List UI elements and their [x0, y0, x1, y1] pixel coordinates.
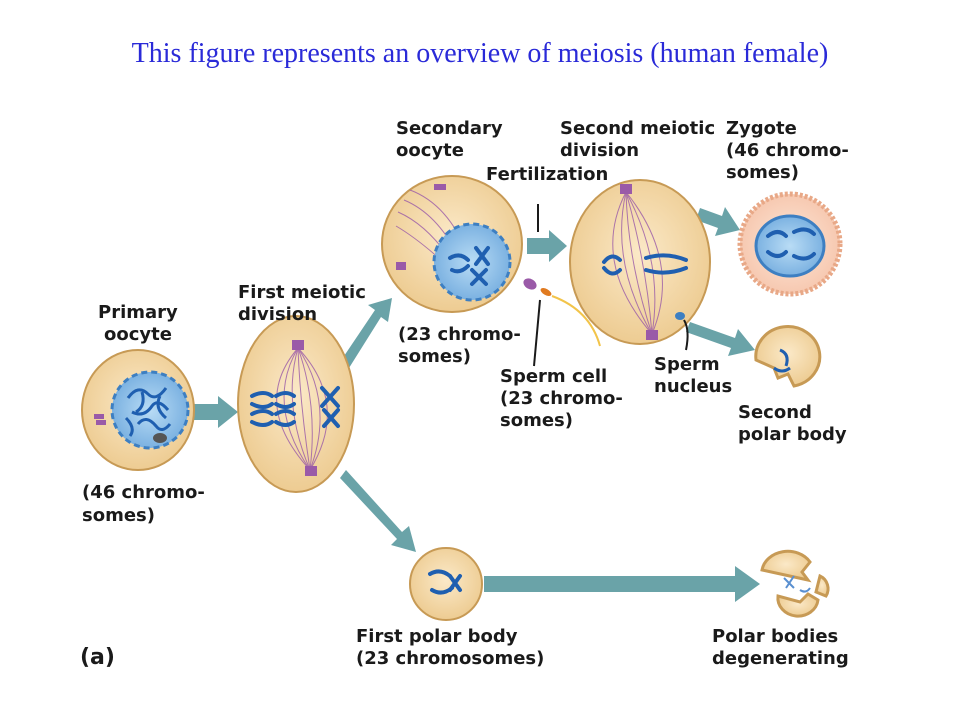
- secondary-oocyte: [381, 175, 539, 313]
- label-primary-chromo-2: somes): [82, 505, 155, 526]
- arrow-first-to-polar: [340, 470, 416, 552]
- label-zygote-3: somes): [726, 162, 799, 183]
- label-polar-degen-2: degenerating: [712, 648, 849, 669]
- sperm-cell: [523, 278, 601, 367]
- label-fertilization: Fertilization: [486, 164, 608, 185]
- arrow-second-to-zygote: [696, 207, 740, 236]
- label-primary-oocyte-1: Primary: [98, 302, 178, 323]
- labels: Primary oocyte (46 chromo- somes) First …: [80, 118, 849, 670]
- label-secondary-oocyte-1: Secondary: [396, 118, 503, 139]
- label-primary-oocyte-2: oocyte: [104, 324, 172, 345]
- arrow-secondary-to-second: [527, 230, 567, 262]
- arrow-polar-to-degenerating: [484, 566, 760, 602]
- label-zygote-1: Zygote: [726, 118, 797, 139]
- figure-title: This figure represents an overview of me…: [131, 38, 829, 69]
- label-sperm-nucleus-2: nucleus: [654, 376, 732, 397]
- zygote: [737, 191, 843, 297]
- primary-oocyte: [81, 349, 195, 471]
- arrow-second-to-second-polar: [686, 322, 755, 356]
- label-second-polar-1: Second: [738, 402, 812, 423]
- label-first-polar-2: (23 chromosomes): [356, 648, 544, 669]
- label-secondary-chromo-2: somes): [398, 346, 471, 367]
- second-division-cell: [569, 179, 711, 351]
- label-secondary-oocyte-2: oocyte: [396, 140, 464, 161]
- arrows: [190, 207, 760, 602]
- label-second-polar-2: polar body: [738, 424, 847, 445]
- arrow-primary-to-first-division: [190, 396, 238, 428]
- label-primary-chromo-1: (46 chromo-: [82, 482, 205, 503]
- label-second-division-1: Second meiotic: [560, 118, 715, 139]
- label-zygote-2: (46 chromo-: [726, 140, 849, 161]
- label-sperm-nucleus-1: Sperm: [654, 354, 720, 375]
- label-first-polar-1: First polar body: [356, 626, 518, 647]
- polar-bodies-degenerating: [760, 549, 830, 618]
- label-second-division-2: division: [560, 140, 639, 161]
- label-first-division-1: First meiotic: [238, 282, 366, 303]
- label-sperm-cell-1: Sperm cell: [500, 366, 607, 387]
- first-division-cell: [237, 315, 355, 493]
- second-polar-body: [754, 325, 822, 388]
- label-sperm-cell-2: (23 chromo-: [500, 388, 623, 409]
- label-sperm-cell-3: somes): [500, 410, 573, 431]
- label-polar-degen-1: Polar bodies: [712, 626, 838, 647]
- panel-label: (a): [80, 645, 115, 670]
- first-polar-body: [409, 547, 483, 621]
- arrow-first-to-secondary: [340, 298, 392, 368]
- label-first-division-2: division: [238, 304, 317, 325]
- label-secondary-chromo-1: (23 chromo-: [398, 324, 521, 345]
